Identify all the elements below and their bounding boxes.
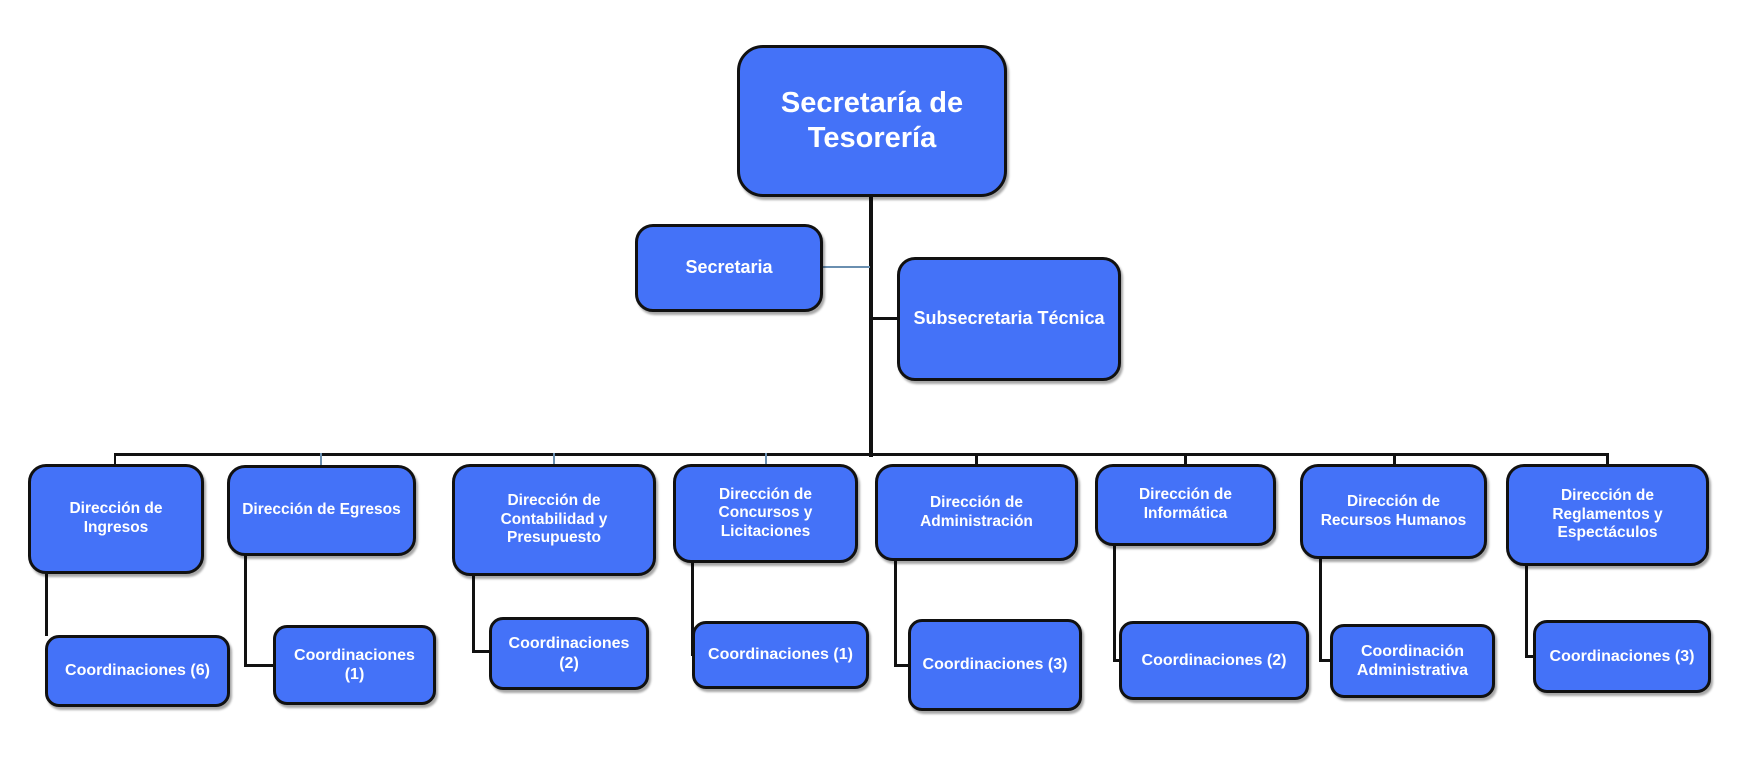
connector-child-4 [691,560,694,656]
connector-drop-5 [975,453,978,465]
connector-root-trunk [869,195,873,457]
connector-child-6v [1113,543,1116,662]
node-root: Secretaría de Tesorería [737,45,1007,197]
connector-child-2v [244,553,247,667]
node-direction-contabilidad: Dirección de Contabilidad y Presupuesto [452,464,656,576]
connector-child-7v [1319,556,1322,662]
direction-label: Dirección de Reglamentos y Espectáculos [1552,487,1663,542]
direction-label: Dirección de Informática [1138,486,1233,522]
node-coordinaciones-egresos: Coordinaciones (1) [273,625,436,705]
coordination-label: Coordinación Administrativa [1356,642,1469,679]
node-direction-concursos: Dirección de Concursos y Licitaciones [673,464,858,563]
node-subsecretaria-tecnica: Subsecretaria Técnica [897,257,1121,381]
node-coordinacion-administrativa: Coordinación Administrativa [1330,624,1495,698]
coordination-label: Coordinaciones (1) [294,646,415,683]
connector-child-1 [45,570,48,636]
connector-child-6h [1113,659,1121,662]
node-secretaria: Secretaria [635,224,823,312]
connector-drop-3 [553,453,555,465]
connector-drop-8 [1606,453,1609,465]
coordination-label: Coordinaciones (3) [1549,647,1695,665]
direction-label: Dirección de Ingresos [69,500,163,536]
direction-label: Dirección de Recursos Humanos [1320,492,1467,529]
connector-drop-4 [765,453,767,465]
node-direction-informatica: Dirección de Informática [1095,464,1276,546]
node-coordinaciones-contabilidad: Coordinaciones (2) [489,617,649,690]
connector-drop-7 [1393,453,1396,465]
connector-child-5v [894,558,897,666]
coordination-label: Coordinaciones (1) [708,646,853,664]
node-coordinaciones-reglamentos: Coordinaciones (3) [1533,620,1711,693]
node-secretaria-label: Secretaria [685,257,773,278]
coordination-label: Coordinaciones (2) [508,635,630,672]
connector-child-2h [244,664,274,667]
connector-child-3h [472,650,490,653]
coordination-label: Coordinaciones (3) [922,656,1068,674]
direction-label: Dirección de Contabilidad y Presupuesto [500,492,608,547]
node-direction-egresos: Dirección de Egresos [227,465,416,556]
node-direction-administracion: Dirección de Administración [875,464,1078,561]
node-subsecretaria-label: Subsecretaria Técnica [913,308,1105,329]
node-coordinaciones-administracion: Coordinaciones (3) [908,619,1082,711]
connector-child-8v [1525,563,1528,658]
node-coordinaciones-ingresos: Coordinaciones (6) [45,635,230,707]
connector-subsecretaria [871,317,898,320]
connector-child-3v [472,573,475,652]
connector-drop-6 [1184,453,1187,465]
connector-child-5h [894,664,909,667]
coordination-label: Coordinaciones (2) [1141,651,1287,669]
connector-secretaria [821,266,870,268]
node-coordinaciones-concursos: Coordinaciones (1) [692,621,869,689]
node-direction-reglamentos: Dirección de Reglamentos y Espectáculos [1506,464,1709,566]
direction-label: Dirección de Egresos [242,501,401,519]
connector-child-7h [1319,659,1331,662]
node-coordinaciones-informatica: Coordinaciones (2) [1119,621,1309,700]
connector-child-8h [1525,655,1534,658]
connector-directions-bar [114,453,1608,456]
direction-label: Dirección de Administración [920,493,1033,530]
coordination-label: Coordinaciones (6) [65,662,210,680]
connector-drop-1 [114,453,116,465]
node-direction-ingresos: Dirección de Ingresos [28,464,204,574]
node-direction-recursos-humanos: Dirección de Recursos Humanos [1300,464,1487,559]
direction-label: Dirección de Concursos y Licitaciones [718,485,813,540]
node-root-label: Secretaría de Tesorería [780,86,964,154]
connector-drop-2 [320,453,322,465]
